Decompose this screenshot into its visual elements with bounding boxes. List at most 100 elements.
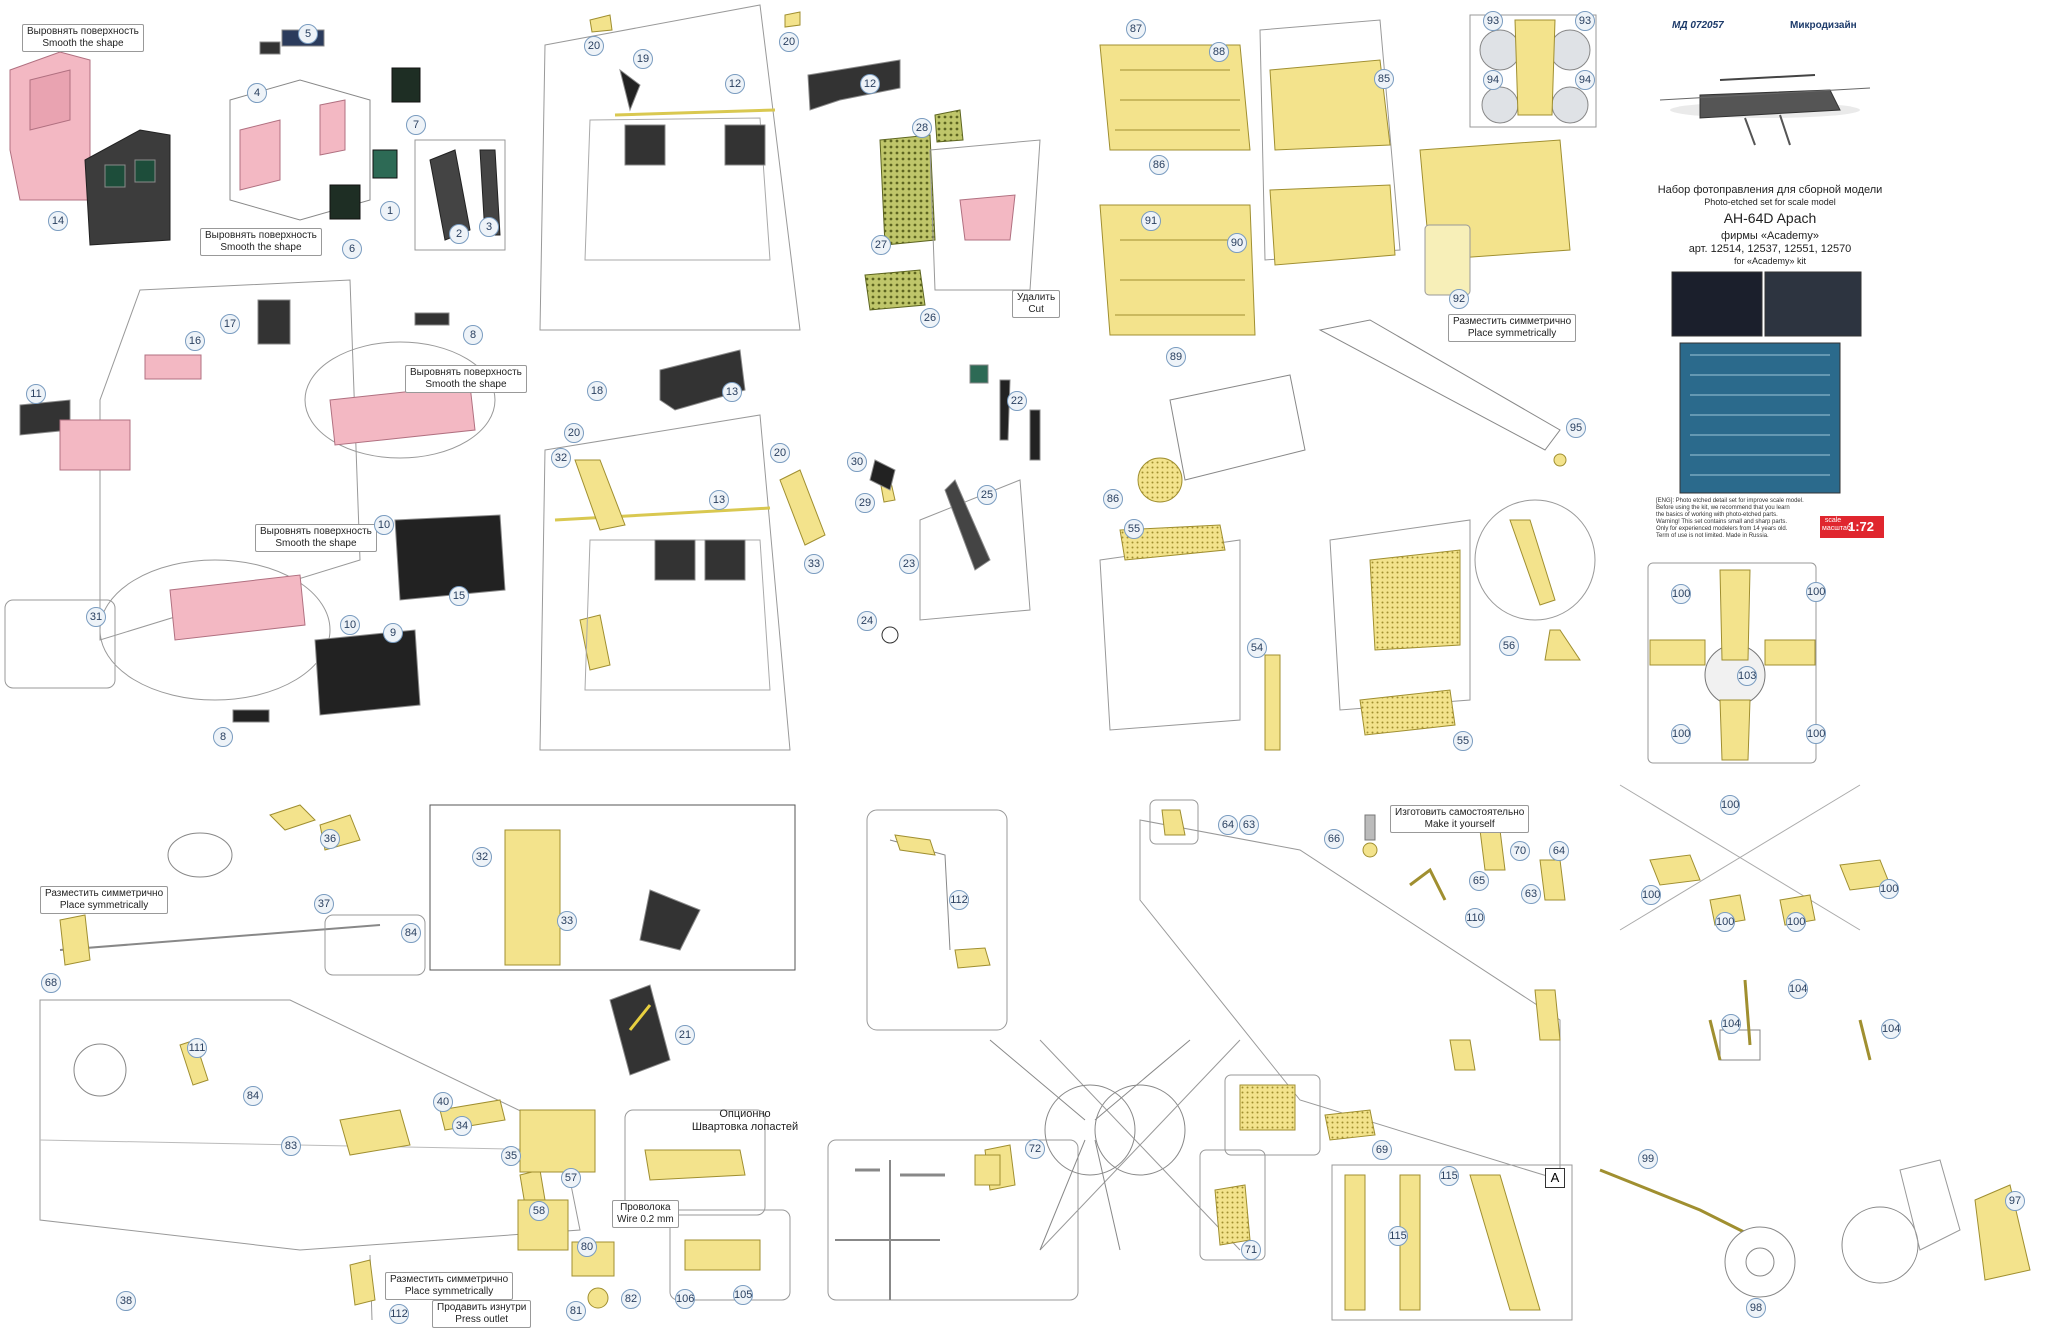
title-en: Photo-etched set for scale model bbox=[1704, 197, 1836, 207]
part-number: 57 bbox=[561, 1168, 581, 1188]
brand-name: Микродизайн bbox=[1790, 20, 1857, 31]
part-number: 38 bbox=[116, 1291, 136, 1311]
part-number: 71 bbox=[1241, 1240, 1261, 1260]
part-number: 23 bbox=[899, 554, 919, 574]
part-number: 85 bbox=[1374, 69, 1394, 89]
part-number: 66 bbox=[1324, 829, 1344, 849]
part-number: 8 bbox=[463, 325, 483, 345]
part-number: 19 bbox=[633, 49, 653, 69]
part-number: 83 bbox=[281, 1136, 301, 1156]
part-number: 55 bbox=[1453, 731, 1473, 751]
part-number: 115 bbox=[1439, 1166, 1459, 1186]
part-number: 87 bbox=[1126, 19, 1146, 39]
part-number: 32 bbox=[551, 448, 571, 468]
part-number: 89 bbox=[1166, 347, 1186, 367]
part-number: 94 bbox=[1575, 70, 1595, 90]
part-number: 81 bbox=[566, 1301, 586, 1321]
part-number: 56 bbox=[1499, 636, 1519, 656]
part-number: 20 bbox=[564, 423, 584, 443]
part-number: 36 bbox=[320, 829, 340, 849]
part-number: 13 bbox=[709, 490, 729, 510]
part-number: 100 bbox=[1786, 912, 1806, 932]
part-number: 4 bbox=[247, 83, 267, 103]
part-number: 7 bbox=[406, 115, 426, 135]
part-number: 104 bbox=[1721, 1014, 1741, 1034]
part-number: 93 bbox=[1483, 11, 1503, 31]
part-number: 104 bbox=[1881, 1019, 1901, 1039]
part-number: 72 bbox=[1025, 1139, 1045, 1159]
step-rotor-hub bbox=[1619, 562, 1891, 1061]
part-number: 28 bbox=[912, 118, 932, 138]
part-number: 10 bbox=[340, 615, 360, 635]
part-number: 99 bbox=[1638, 1149, 1658, 1169]
part-number: 93 bbox=[1575, 11, 1595, 31]
part-number: 12 bbox=[860, 74, 880, 94]
part-number: 68 bbox=[41, 973, 61, 993]
model-name: AH-64D Apach bbox=[1723, 210, 1817, 226]
part-number: 82 bbox=[621, 1289, 641, 1309]
part-number: 100 bbox=[1720, 795, 1740, 815]
part-number: 15 bbox=[449, 586, 469, 606]
step-landing-gear bbox=[1599, 1159, 2031, 1298]
title-ru: Набор фотоправления для сборной модели bbox=[1657, 184, 1883, 196]
part-number: 54 bbox=[1247, 638, 1267, 658]
step-nacelle-parts bbox=[1099, 14, 1597, 751]
main-rotor bbox=[855, 1039, 1191, 1251]
part-number: 106 bbox=[675, 1289, 695, 1309]
part-number: 103 bbox=[1737, 666, 1757, 686]
part-number: 112 bbox=[949, 890, 969, 910]
part-number: 84 bbox=[401, 923, 421, 943]
part-number: 12 bbox=[725, 74, 745, 94]
part-number: 105 bbox=[733, 1285, 753, 1305]
part-number: 3 bbox=[479, 217, 499, 237]
step-instrument-panel bbox=[9, 29, 506, 251]
part-number: 25 bbox=[977, 485, 997, 505]
part-number: 35 bbox=[501, 1146, 521, 1166]
part-number: 69 bbox=[1372, 1140, 1392, 1160]
part-number: 100 bbox=[1715, 912, 1735, 932]
part-number: 10 bbox=[374, 515, 394, 535]
step-fuselage-exterior bbox=[39, 804, 796, 1321]
part-number: 94 bbox=[1483, 70, 1503, 90]
part-number: 64 bbox=[1549, 841, 1569, 861]
part-number: 6 bbox=[342, 239, 362, 259]
part-number: 100 bbox=[1806, 724, 1826, 744]
part-number: 22 bbox=[1007, 391, 1027, 411]
part-number: 92 bbox=[1449, 289, 1469, 309]
part-number: 30 bbox=[847, 452, 867, 472]
part-number: 32 bbox=[472, 847, 492, 867]
part-number: 37 bbox=[314, 894, 334, 914]
part-number: 31 bbox=[86, 607, 106, 627]
part-number: 33 bbox=[804, 554, 824, 574]
part-number: 24 bbox=[857, 611, 877, 631]
part-number: 21 bbox=[675, 1025, 695, 1045]
part-number: 29 bbox=[855, 493, 875, 513]
step-cockpit-interior bbox=[539, 4, 1041, 751]
part-number: 97 bbox=[2005, 1191, 2025, 1211]
part-number: 20 bbox=[584, 36, 604, 56]
kit-code: МД 072057 bbox=[1672, 20, 1724, 31]
part-number: 40 bbox=[433, 1092, 453, 1112]
part-number: 86 bbox=[1149, 155, 1169, 175]
part-number: 100 bbox=[1641, 885, 1661, 905]
part-number: 86 bbox=[1103, 489, 1123, 509]
part-number: 100 bbox=[1806, 582, 1826, 602]
part-number: 5 bbox=[298, 24, 318, 44]
part-number: 100 bbox=[1879, 879, 1899, 899]
article-numbers: арт. 12514, 12537, 12551, 12570 bbox=[1688, 243, 1852, 255]
part-number: 27 bbox=[871, 235, 891, 255]
part-number: 34 bbox=[452, 1116, 472, 1136]
part-number: 65 bbox=[1469, 871, 1489, 891]
part-number: 58 bbox=[529, 1201, 549, 1221]
warning-text: [ENG]: Photo etched detail set for impro… bbox=[1656, 498, 1804, 539]
part-number: 98 bbox=[1746, 1298, 1766, 1318]
part-number: 95 bbox=[1566, 418, 1586, 438]
part-number: 16 bbox=[185, 331, 205, 351]
